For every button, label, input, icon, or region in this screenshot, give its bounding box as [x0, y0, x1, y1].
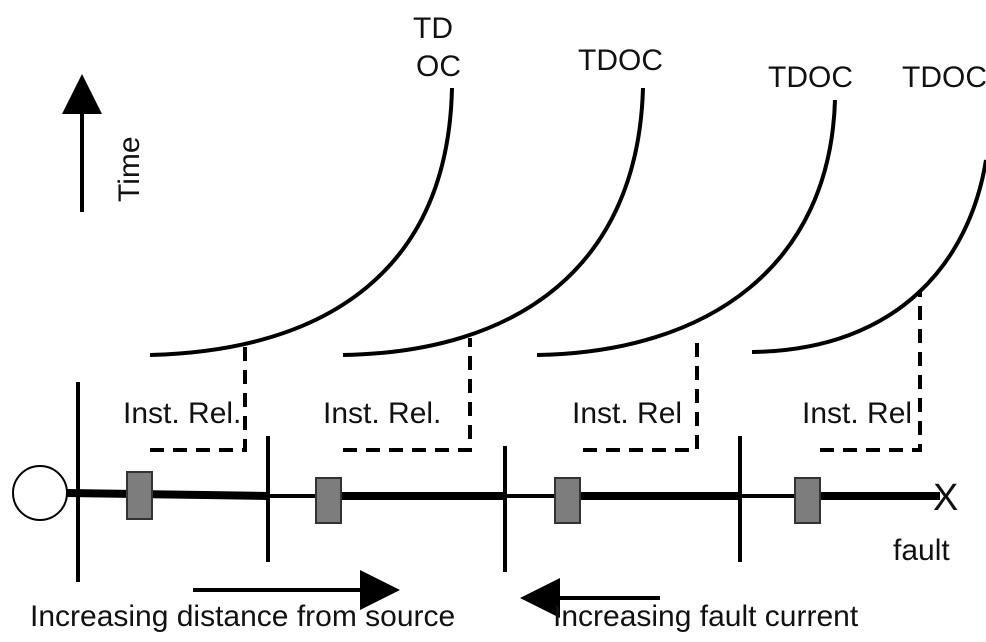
tdoc-curve-2 — [342, 87, 645, 357]
fault-marker: X — [933, 477, 958, 519]
inst-label-3: Inst. Rel — [572, 397, 682, 430]
tdoc-curve-4 — [751, 159, 986, 354]
breaker-2 — [315, 477, 342, 524]
inst-label-4: Inst. Rel — [802, 397, 912, 430]
feeder-segment-1 — [66, 489, 269, 500]
instantaneous-zones — [150, 290, 922, 452]
feeder: X fault — [12, 382, 958, 582]
inst-zone-1 — [150, 345, 247, 452]
bottom-arrows: Increasing distance from source Increasi… — [30, 570, 859, 633]
tdoc-labels: TD OC TDOC TDOC TDOC — [413, 12, 986, 94]
tdoc-curve-1 — [149, 87, 454, 357]
tdoc-label-3: TDOC — [768, 61, 853, 94]
inst-labels: Inst. Rel. Inst. Rel. Inst. Rel Inst. Re… — [123, 397, 912, 430]
tdoc-curve-3 — [536, 99, 837, 357]
source-symbol — [12, 465, 68, 521]
tdoc-label-1-line1: TD — [413, 12, 453, 45]
fault-label: fault — [893, 534, 950, 567]
inst-zone-3 — [583, 338, 699, 452]
inst-zone-4 — [820, 290, 922, 452]
distance-label: Increasing distance from source — [30, 600, 455, 633]
tdoc-curves — [149, 87, 986, 357]
inst-label-1: Inst. Rel. — [123, 397, 241, 430]
breaker-1 — [126, 471, 153, 520]
tdoc-label-4: TDOC — [902, 61, 986, 94]
breaker-4 — [794, 477, 821, 524]
time-label: Time — [113, 136, 146, 202]
breaker-3 — [554, 477, 581, 524]
inst-zone-2 — [343, 338, 472, 452]
tdoc-label-2: TDOC — [578, 44, 663, 77]
current-label: Increasing fault current — [553, 600, 859, 633]
inst-label-2: Inst. Rel. — [323, 397, 441, 430]
time-axis: Time — [62, 74, 146, 212]
tdoc-label-1-line2: OC — [416, 50, 461, 83]
